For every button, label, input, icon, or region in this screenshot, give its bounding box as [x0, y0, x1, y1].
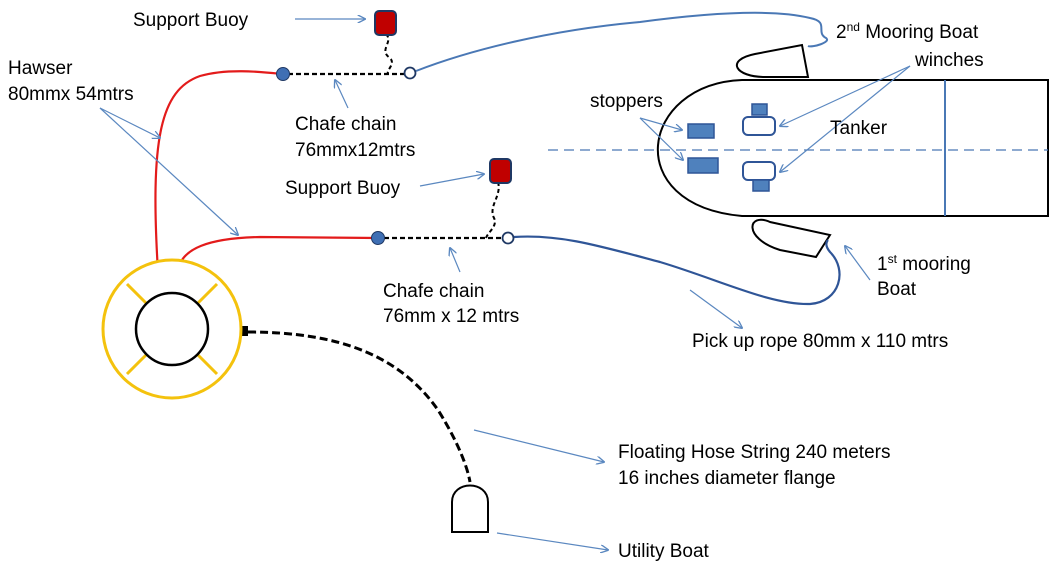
hawser-upper: [154, 70, 283, 273]
shackle-bottom-filled: [371, 231, 385, 245]
chafe-chain-top-label-line1: Chafe chain: [295, 114, 396, 135]
support-buoy-top: [374, 10, 397, 36]
hawser-label-line1: Hawser: [8, 58, 73, 79]
messenger-rope-to-second-boat: [415, 11, 829, 72]
stoppers-label: stoppers: [590, 91, 663, 112]
buoy-hose-connector: [240, 326, 248, 336]
first-mooring-boat: [751, 218, 832, 259]
tanker-hull: [656, 79, 1049, 217]
callout-arrows: [99, 19, 911, 550]
pick-up-rope-label: Pick up rope 80mm x 110 mtrs: [692, 331, 948, 352]
winch-lower: [742, 161, 776, 192]
tanker: [548, 79, 1049, 217]
floating-hose-label-line1: Floating Hose String 240 meters: [618, 442, 890, 463]
pick-up-rope: [513, 235, 841, 306]
floating-hose-label-line2: 16 inches diameter flange: [618, 468, 836, 489]
winches-label: winches: [914, 50, 984, 71]
floating-hose-string: [247, 330, 472, 483]
buoy-inner-turntable: [134, 291, 210, 367]
stopper-upper: [687, 123, 715, 139]
support-buoy-top-pendant: [384, 33, 393, 75]
chafe-chain-bottom-label-line2: 76mm x 12 mtrs: [383, 306, 519, 327]
support-buoy-mid-label: Support Buoy: [285, 178, 401, 199]
second-mooring-boat-label: 2nd Mooring Boat: [836, 20, 979, 43]
shackle-bottom-open: [501, 231, 515, 245]
utility-boat-label: Utility Boat: [618, 541, 710, 562]
second-mooring-boat: [735, 43, 810, 78]
shackle-top-open: [403, 66, 417, 80]
support-buoy-mid-pendant: [485, 181, 500, 239]
support-buoy-top-label: Support Buoy: [133, 10, 249, 31]
support-buoy-mid: [489, 158, 512, 184]
tanker-label: Tanker: [830, 118, 888, 139]
utility-boat: [451, 484, 489, 533]
winch-upper: [742, 103, 776, 136]
chafe-chain-top-label-line2: 76mmx12mtrs: [295, 140, 415, 161]
first-mooring-boat-label-line2: Boat: [877, 279, 917, 300]
shackle-top-filled: [276, 67, 290, 81]
first-mooring-boat-label-line1: 1st mooring: [877, 252, 971, 275]
spm-buoy: [101, 258, 248, 400]
chafe-chain-bottom-label-line1: Chafe chain: [383, 281, 484, 302]
hawser-label-line2: 80mmx 54mtrs: [8, 84, 134, 105]
hawser-lower: [176, 235, 379, 273]
stopper-lower: [687, 157, 719, 174]
